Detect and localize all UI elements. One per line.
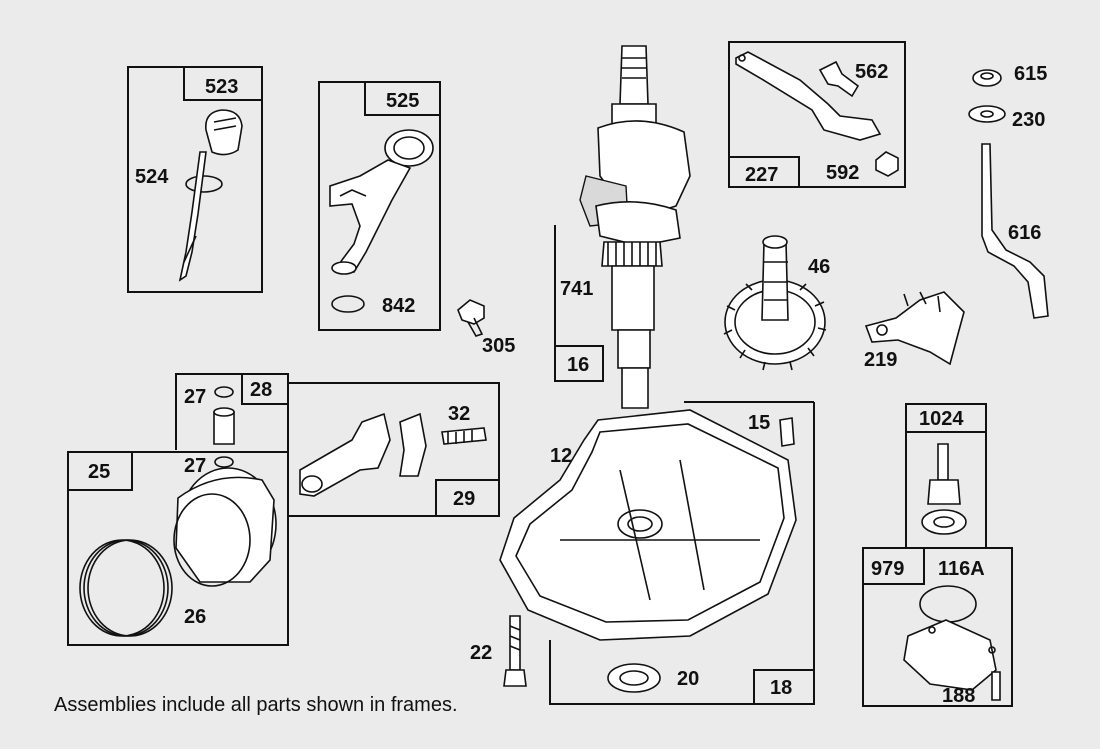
label-523: 523 [205,76,238,98]
bolt-22-part [503,615,527,687]
label-18: 18 [770,677,792,699]
label-28: 28 [250,379,272,401]
label-22: 22 [470,642,492,664]
label-979: 979 [871,558,904,580]
assemblies-footnote: Assemblies include all parts shown in fr… [54,694,458,716]
label-188: 188 [942,685,975,707]
frame-1024 [905,403,987,548]
label-616: 616 [1008,222,1041,244]
label-32: 32 [448,403,470,425]
label-227: 227 [745,164,778,186]
frame-18 [549,401,815,705]
label-20: 20 [677,668,699,690]
oil-fill-tube-part [329,129,434,313]
camshaft-46-part [723,235,827,371]
label-219: 219 [864,349,897,371]
label-741: 741 [560,278,593,300]
label-116A: 116A [938,558,985,580]
piston-pin-part [213,386,235,445]
governor-219-part [864,291,965,366]
frame-523 [127,66,263,293]
frame-25 [67,451,289,646]
frame-16 [554,225,604,382]
governor-lever-part [735,51,899,177]
frame-979 [862,547,1013,707]
label-615: 615 [1014,63,1047,85]
dipstick-part [178,109,243,282]
label-1024: 1024 [919,408,964,430]
label-27-lower: 27 [184,455,206,477]
crankshaft-part [579,45,691,409]
label-842: 842 [382,295,415,317]
label-26: 26 [184,606,206,628]
label-27-upper: 27 [184,386,206,408]
label-46: 46 [808,256,830,278]
label-525: 525 [386,90,419,112]
label-305: 305 [482,335,515,357]
piston-rings-part [79,456,277,637]
label-25: 25 [88,461,110,483]
label-524: 524 [135,166,169,188]
label-230: 230 [1012,109,1045,131]
label-12: 12 [550,445,572,467]
label-15: 15 [748,412,770,434]
washer-230-part [968,105,1006,123]
frame-525 [318,81,441,331]
part-labels: 523 524 525 842 305 741 16 562 227 592 6… [88,61,1047,707]
crankcase-part [499,409,797,641]
label-16: 16 [567,354,589,376]
governor-shaft-616-part [981,143,1049,319]
oil-seal-20-part [607,663,661,693]
label-29: 29 [453,488,475,510]
frame-29 [287,382,500,517]
label-562: 562 [855,61,888,83]
oil-pump-part [921,443,967,535]
bolt-305-part [457,299,485,337]
connecting-rod-part [299,412,487,497]
frame-227 [728,41,906,188]
nut-615-part [972,69,1002,87]
pump-cover-part [903,585,1001,701]
label-592: 592 [826,162,859,184]
